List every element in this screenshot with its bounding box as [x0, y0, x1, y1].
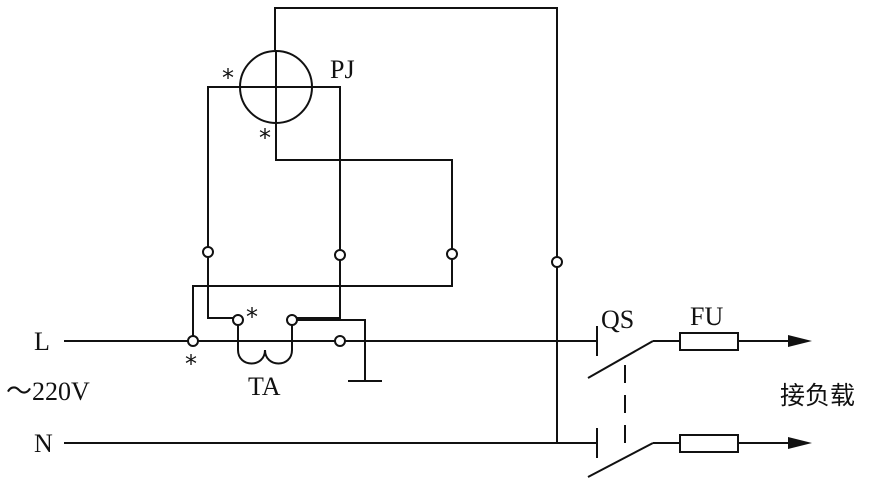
ta-coil	[237, 325, 293, 365]
terminal-3-to-line-l-star	[192, 259, 453, 336]
ta-secondary-terminal-k2	[286, 314, 298, 326]
fuse-l	[679, 332, 739, 351]
terminal-3	[446, 248, 458, 260]
label-pj: PJ	[330, 55, 355, 84]
fuse-n	[679, 434, 739, 453]
terminal-1-to-ta-primary-star	[207, 257, 234, 319]
terminal-2	[334, 249, 346, 261]
label-voltage: ～220V	[6, 377, 90, 406]
qs-blade-l	[587, 340, 654, 379]
meter-lead-right	[312, 86, 341, 250]
arrow-n-icon	[788, 437, 812, 449]
label-l: L	[34, 327, 50, 356]
label-load: 接负载	[780, 381, 855, 410]
meter-lead-bottom	[275, 124, 453, 249]
line-l-junction	[334, 335, 346, 347]
ta-ground-lead	[297, 319, 366, 381]
polarity-mark-ta-secondary: *	[246, 303, 258, 331]
terminal-1	[202, 246, 214, 258]
qs-blade-n	[587, 442, 654, 478]
polarity-mark-meter-bottom: *	[259, 124, 271, 152]
line-l-junction-star	[187, 335, 199, 347]
ta-secondary-terminal-k1	[232, 314, 244, 326]
terminal-4	[551, 256, 563, 268]
label-fu: FU	[690, 302, 723, 331]
meter-lead-left	[207, 86, 240, 247]
voltage-coil-lead-top	[274, 7, 558, 257]
label-n: N	[34, 429, 53, 458]
polarity-mark-meter-left: *	[222, 64, 234, 92]
arrow-l-icon	[788, 335, 812, 347]
terminal-2-to-ta-secondary	[297, 260, 341, 319]
label-ta: TA	[248, 372, 281, 401]
label-qs: QS	[601, 305, 634, 334]
polarity-mark-ta-primary: *	[185, 350, 197, 378]
